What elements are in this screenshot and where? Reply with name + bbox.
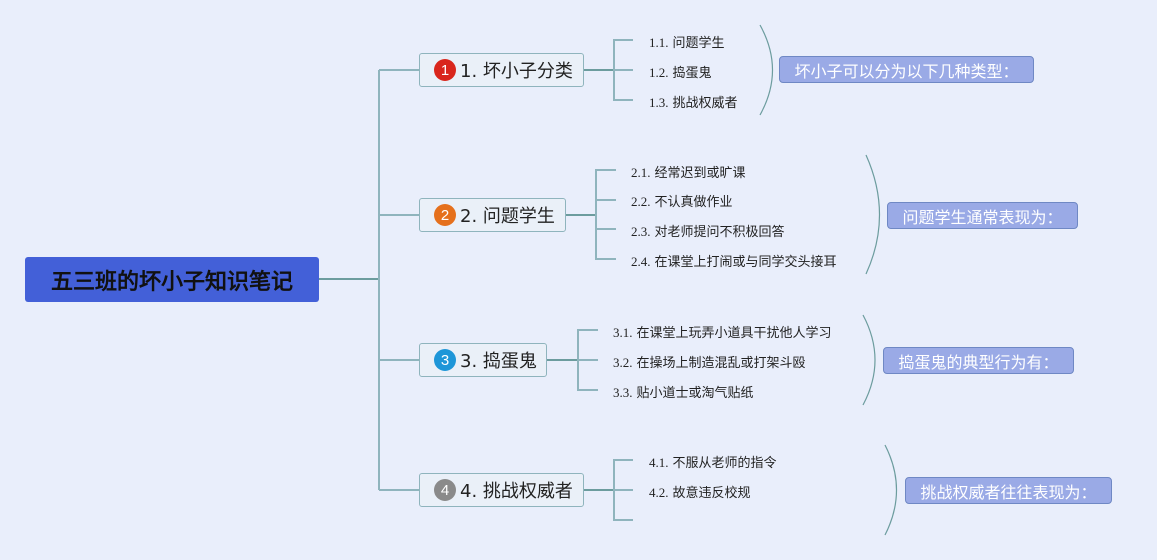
- main-topic-3[interactable]: 3 3. 捣蛋鬼: [419, 343, 547, 377]
- subtopic-2-4[interactable]: 2.4.在课堂上打闹或与同学交头接耳: [631, 251, 837, 270]
- subtopic-number: 2.2.: [631, 194, 651, 209]
- summary-label: 坏小子可以分为以下几种类型：: [794, 61, 1019, 81]
- subtopic-text: 问题学生: [672, 35, 725, 50]
- subtopic-number: 2.4.: [631, 254, 651, 269]
- summary-2[interactable]: 问题学生通常表现为：: [887, 202, 1078, 229]
- root-topic-label: 五三班的坏小子知识笔记: [50, 269, 293, 295]
- subtopic-3-1[interactable]: 3.1.在课堂上玩弄小道具干扰他人学习: [613, 322, 832, 341]
- subtopic-number: 1.3.: [649, 95, 669, 110]
- summary-4[interactable]: 挑战权威者往往表现为：: [905, 477, 1112, 504]
- summary-label: 挑战权威者往往表现为：: [920, 482, 1097, 502]
- subtopic-number: 3.2.: [613, 355, 633, 370]
- subtopic-1-2[interactable]: 1.2.捣蛋鬼: [649, 62, 712, 81]
- subtopic-number: 3.3.: [613, 385, 633, 400]
- subtopic-2-1[interactable]: 2.1.经常迟到或旷课: [631, 162, 746, 181]
- subtopic-number: 4.2.: [649, 485, 669, 500]
- main-topic-label: 4. 挑战权威者: [460, 481, 573, 502]
- main-topic-4[interactable]: 4 4. 挑战权威者: [419, 473, 584, 507]
- priority-1-icon: 1: [434, 59, 456, 81]
- subtopic-text: 在课堂上玩弄小道具干扰他人学习: [636, 325, 832, 340]
- main-topic-label: 3. 捣蛋鬼: [460, 351, 537, 372]
- summary-3[interactable]: 捣蛋鬼的典型行为有：: [883, 347, 1074, 374]
- subtopic-number: 2.1.: [631, 165, 651, 180]
- subtopic-4-2[interactable]: 4.2.故意违反校规: [649, 482, 751, 501]
- summary-label: 捣蛋鬼的典型行为有：: [898, 352, 1059, 372]
- root-topic[interactable]: 五三班的坏小子知识笔记: [25, 257, 319, 302]
- subtopic-text: 在操场上制造混乱或打架斗殴: [636, 355, 806, 370]
- subtopic-number: 1.1.: [649, 35, 669, 50]
- subtopic-4-1[interactable]: 4.1.不服从老师的指令: [649, 452, 777, 471]
- subtopic-text: 对老师提问不积极回答: [654, 224, 785, 239]
- subtopic-3-2[interactable]: 3.2.在操场上制造混乱或打架斗殴: [613, 352, 806, 371]
- subtopic-text: 在课堂上打闹或与同学交头接耳: [654, 254, 837, 269]
- subtopic-text: 经常迟到或旷课: [654, 165, 746, 180]
- subtopic-1-1[interactable]: 1.1.问题学生: [649, 32, 725, 51]
- summary-label: 问题学生通常表现为：: [902, 207, 1063, 227]
- main-topic-label: 2. 问题学生: [460, 206, 555, 227]
- priority-4-icon: 4: [434, 479, 456, 501]
- subtopic-text: 贴小道士或淘气贴纸: [636, 385, 754, 400]
- subtopic-3-3[interactable]: 3.3.贴小道士或淘气贴纸: [613, 382, 754, 401]
- subtopic-number: 1.2.: [649, 65, 669, 80]
- subtopic-text: 捣蛋鬼: [672, 65, 712, 80]
- subtopic-number: 2.3.: [631, 224, 651, 239]
- subtopic-number: 4.1.: [649, 455, 669, 470]
- subtopic-2-2[interactable]: 2.2.不认真做作业: [631, 191, 733, 210]
- priority-3-icon: 3: [434, 349, 456, 371]
- main-topic-2[interactable]: 2 2. 问题学生: [419, 198, 566, 232]
- subtopic-text: 故意违反校规: [672, 485, 751, 500]
- main-topic-label: 1. 坏小子分类: [460, 61, 573, 82]
- subtopic-number: 3.1.: [613, 325, 633, 340]
- priority-2-icon: 2: [434, 204, 456, 226]
- subtopic-text: 不服从老师的指令: [672, 455, 777, 470]
- subtopic-2-3[interactable]: 2.3.对老师提问不积极回答: [631, 221, 785, 240]
- subtopic-text: 不认真做作业: [654, 194, 733, 209]
- summary-1[interactable]: 坏小子可以分为以下几种类型：: [779, 56, 1034, 83]
- subtopic-1-3[interactable]: 1.3.挑战权威者: [649, 92, 738, 111]
- subtopic-text: 挑战权威者: [672, 95, 738, 110]
- main-topic-1[interactable]: 1 1. 坏小子分类: [419, 53, 584, 87]
